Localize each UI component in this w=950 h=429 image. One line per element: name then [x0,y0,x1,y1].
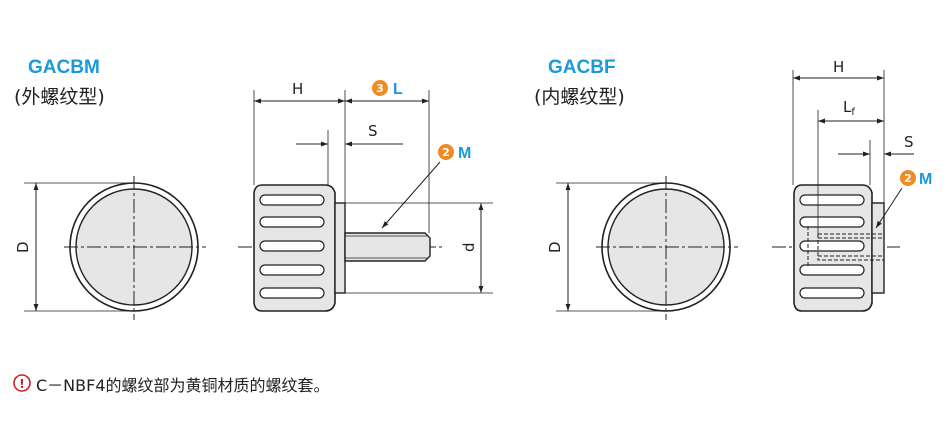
gacbf-dim-H: H [833,58,844,76]
gacbm-dim-d: d [460,242,478,252]
gacbm-title: GACBM [28,57,100,78]
svg-text:2: 2 [904,172,912,185]
gacbf-side-view: H Lf S 2 M [772,58,932,312]
svg-text:M: M [919,171,932,188]
gacbm-subtitle: (外螺纹型) [14,86,105,108]
svg-text:M: M [458,145,471,162]
svg-text:!: ! [19,377,24,391]
svg-text:3: 3 [376,82,384,95]
gacbm-dim-S: S [368,122,378,140]
gacbf-dim-S: S [904,133,914,151]
gacbf-front-view: D [546,176,738,320]
svg-text:2: 2 [442,146,450,159]
gacbm-callout-L: 3 L [372,80,403,98]
gacbf-callout-M: 2 M [900,170,932,188]
gacbf-dim-Lf: Lf [843,98,855,118]
gacbf-title: GACBF [548,57,616,78]
gacbf-dim-D: D [546,241,564,253]
note-text: C－NBF4的螺纹部为黄铜材质的螺纹套。 [36,376,330,395]
gacbm-side-view: H 3 L S d 2 M [238,80,493,312]
gacbm-dim-D: D [14,241,32,253]
gacbm-callout-M: 2 M [438,144,471,162]
gacbf-subtitle: (内螺纹型) [534,86,625,108]
gacbm-front-view: D [14,176,206,320]
gacbm-dim-H: H [292,80,303,98]
warning-icon: ! [13,374,31,392]
svg-text:L: L [393,81,403,98]
